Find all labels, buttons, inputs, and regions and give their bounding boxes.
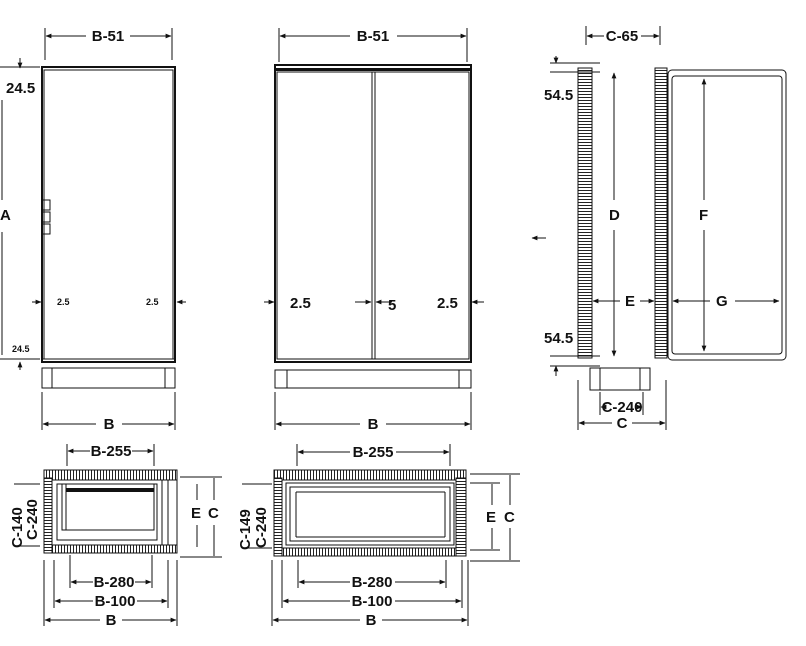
dim-e: E [486,509,496,526]
dim-2-5-left: 2.5 [290,295,311,312]
dim-b-100: B-100 [352,593,393,610]
dim-e: E [625,293,635,310]
dim-b-255: B-255 [91,443,132,460]
side-section-view: C-65 54.5 D F E G 54.5 C-240 [531,26,787,432]
dim-c-240: C-240 [602,399,643,416]
dim-c-149: C-149 [237,509,254,550]
hinge-icon [41,199,51,211]
dim-b: B [106,612,117,629]
dim-c-240: C-240 [24,499,41,540]
hinge-icon [41,223,51,235]
dim-54-5-top: 54.5 [544,87,573,104]
front-view-double-door: B-51 2.5 5 2.5 B [264,28,484,433]
dim-c: C [504,509,515,526]
dim-2-5-right: 2.5 [146,297,159,307]
dim-c-140: C-140 [9,507,26,548]
dim-c: C [617,415,628,432]
dim-2-5-right: 2.5 [437,295,458,312]
dim-b: B [368,416,379,433]
dim-c: C [208,505,219,522]
dim-5: 5 [388,297,396,314]
dim-b-255: B-255 [353,444,394,461]
dim-b-51: B-51 [92,28,125,45]
dim-a: A [0,207,11,224]
dim-b: B [104,416,115,433]
front-view-single-door: B-51 24.5 A 2.5 2.5 24.5 B [0,28,186,433]
dim-c-65: C-65 [606,28,639,45]
dim-2-5-left: 2.5 [57,297,70,307]
dim-b-280: B-280 [352,574,393,591]
dim-b-51: B-51 [357,28,390,45]
dim-f: F [699,207,708,224]
hinge-icon [41,211,51,223]
dim-b: B [366,612,377,629]
dim-d: D [609,207,620,224]
plan-view-double-door: B-255 C-149 C-240 E C B-280 B-100 B [237,444,520,629]
dim-54-5-bottom: 54.5 [544,330,573,347]
dim-e: E [191,505,201,522]
plan-view-single-door: B-255 C-140 C-240 E C B-280 B-100 B [9,443,222,629]
dim-24-5-bottom: 24.5 [12,344,30,354]
dim-c-240: C-240 [253,507,270,548]
dim-b-100: B-100 [95,593,136,610]
dim-b-280: B-280 [94,574,135,591]
dim-g: G [716,293,728,310]
dim-24-5-top: 24.5 [6,80,35,97]
